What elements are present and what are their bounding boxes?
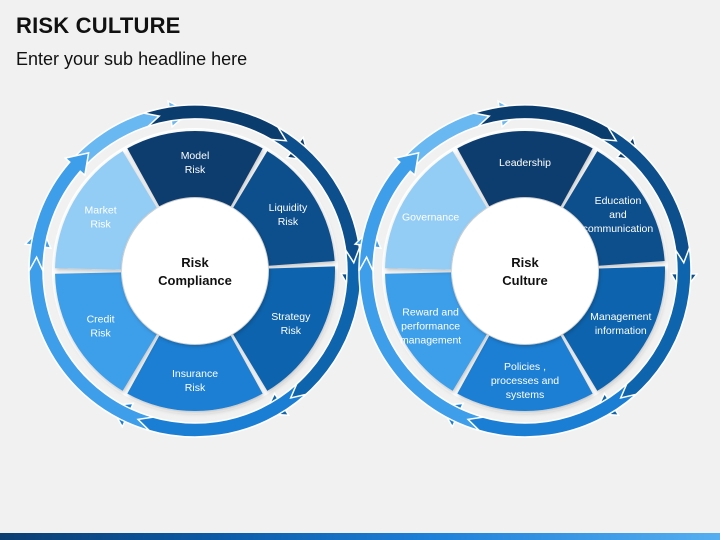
page-title: RISK CULTURE	[16, 13, 181, 38]
segment-label-line: and	[609, 209, 627, 221]
center-label-line: Risk	[181, 255, 209, 270]
segment-label-3: Management information	[590, 311, 651, 337]
segment-4	[457, 335, 593, 412]
segment-label-line: Reward and	[402, 307, 459, 319]
segment-label-line: Insurance	[172, 368, 218, 380]
segment-3	[563, 266, 665, 391]
segment-label-line: Credit	[87, 314, 115, 326]
segment-label-line: Management	[590, 311, 651, 323]
center-circle	[452, 198, 598, 344]
bottom-accent-bar	[0, 533, 720, 540]
segment-label-line: Risk	[90, 328, 111, 340]
segment-label-line: Strategy	[271, 311, 311, 323]
segment-label-4: Policies , processes and systems	[491, 361, 559, 401]
segment-label-line: Leadership	[499, 157, 551, 169]
segment-6	[55, 151, 157, 270]
segment-label-line: information	[595, 325, 647, 337]
segment-label-line: performance	[401, 321, 460, 333]
segment-label-line: communication	[583, 223, 654, 235]
segment-label-6: Governance	[402, 212, 459, 224]
segment-label-line: Risk	[90, 219, 111, 231]
segment-label-1: Leadership	[499, 157, 551, 169]
segment-2	[563, 151, 665, 266]
center-label-line: Risk	[511, 255, 539, 270]
segment-4	[127, 335, 263, 412]
segment-1	[457, 130, 593, 207]
segment-label-line: Market	[85, 205, 117, 217]
segment-label-line: Risk	[281, 325, 302, 337]
center-label-line: Compliance	[158, 273, 232, 288]
segment-label-line: Governance	[402, 212, 459, 224]
segment-5	[385, 272, 487, 391]
segment-label-line: Policies ,	[504, 361, 546, 373]
segment-5	[55, 272, 157, 391]
segment-1	[127, 130, 263, 207]
page-subtitle: Enter your sub headline here	[16, 49, 248, 69]
segment-3	[233, 266, 335, 391]
segment-6	[385, 151, 487, 270]
segment-label-line: Liquidity	[269, 202, 308, 214]
center-circle	[122, 198, 268, 344]
segment-label-line: processes and	[491, 375, 559, 387]
ring-arrow-7	[358, 151, 420, 272]
segment-2	[233, 151, 335, 266]
segment-label-5: Reward and performance management	[400, 307, 461, 347]
segment-label-line: systems	[506, 389, 545, 401]
center-label-line: Culture	[502, 273, 548, 288]
ring-arrow-7	[28, 151, 90, 272]
segment-label-line: Risk	[278, 216, 299, 228]
segment-label-2: Education and communication	[583, 195, 654, 235]
segment-label-line: Risk	[185, 164, 206, 176]
segment-label-line: Risk	[185, 382, 206, 394]
segment-label-line: Education	[595, 195, 642, 207]
segment-label-line: Model	[181, 150, 210, 162]
segment-label-line: management	[400, 335, 461, 347]
